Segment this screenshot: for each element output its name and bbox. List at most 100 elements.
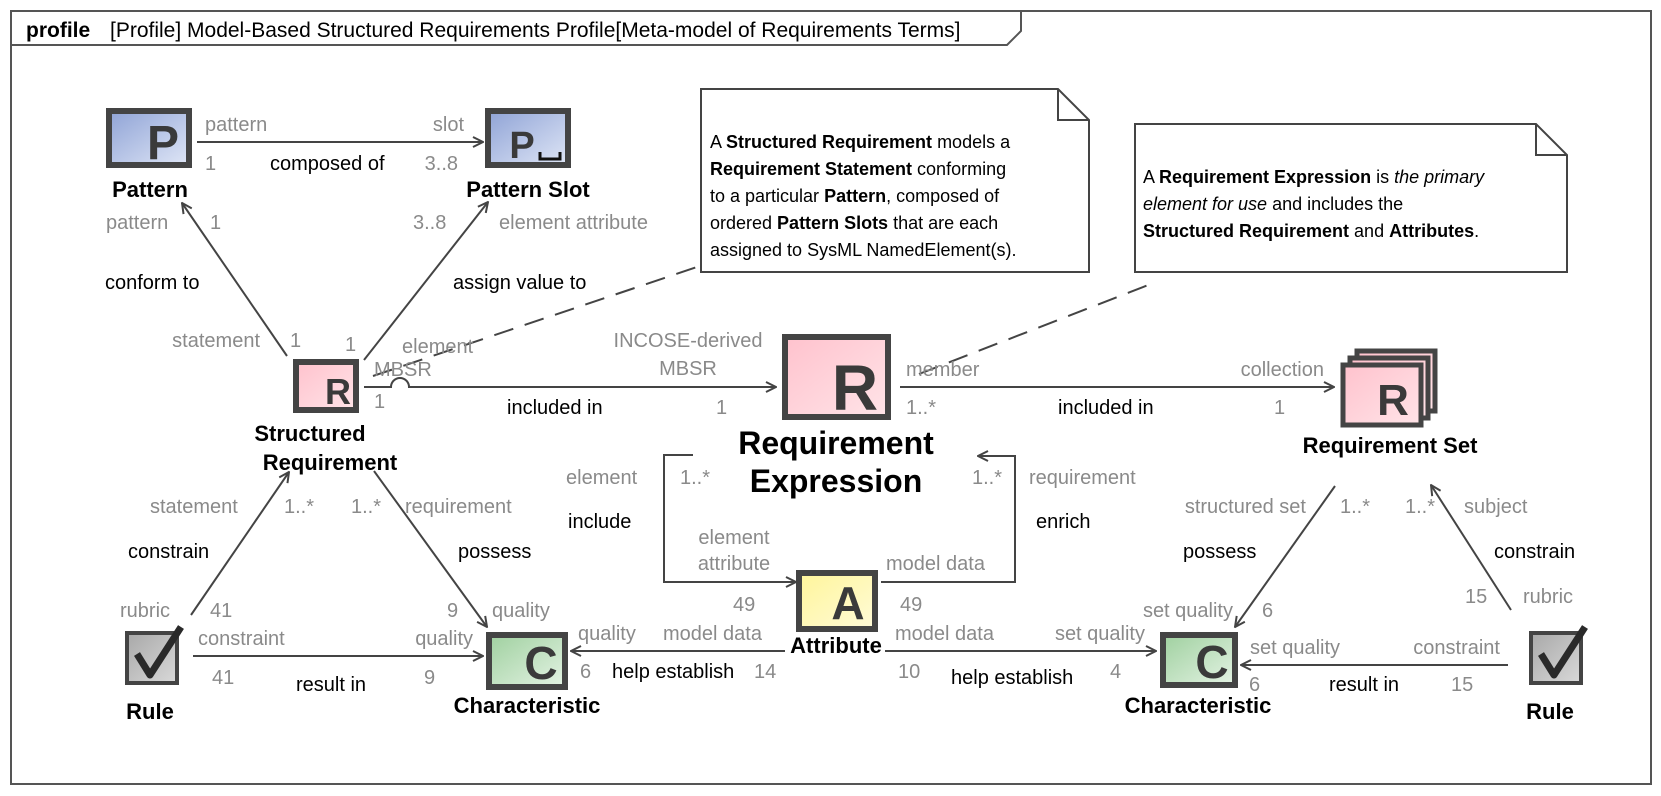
svg-text:quality: quality — [415, 628, 473, 650]
note-anchor-requirement-expression — [918, 281, 1157, 375]
node-characteristic-right[interactable]: C Characteristic — [1125, 632, 1272, 718]
svg-text:41: 41 — [210, 600, 232, 622]
svg-text:Rule: Rule — [126, 699, 174, 724]
node-characteristic-left[interactable]: C Characteristic — [454, 632, 601, 718]
svg-text:quality: quality — [578, 623, 636, 645]
svg-text:element: element — [402, 336, 474, 358]
svg-text:1: 1 — [290, 330, 301, 352]
note-requirement-expression: A Requirement Expression is the primary … — [1134, 123, 1568, 273]
svg-text:1: 1 — [205, 153, 216, 175]
svg-text:conform to: conform to — [105, 272, 199, 294]
edge-constrain-left — [190, 472, 289, 616]
node-rule-left[interactable]: Rule — [125, 625, 184, 724]
svg-text:possess: possess — [1183, 541, 1256, 563]
svg-text:A Structured Requirement model: A Structured Requirement models a — [710, 132, 1011, 152]
svg-text:P: P — [509, 125, 534, 167]
svg-text:6: 6 — [1262, 600, 1273, 622]
svg-text:possess: possess — [458, 541, 531, 563]
svg-text:MBSR: MBSR — [659, 358, 717, 380]
svg-text:ordered Pattern Slots that are: ordered Pattern Slots that are each — [710, 213, 998, 233]
node-pattern[interactable]: P Pattern — [106, 108, 192, 202]
svg-text:9: 9 — [424, 667, 435, 689]
svg-text:Structured: Structured — [254, 421, 365, 446]
svg-text:1: 1 — [210, 212, 221, 234]
svg-text:MBSR: MBSR — [374, 359, 432, 381]
svg-text:result in: result in — [1329, 674, 1399, 696]
svg-text:help establish: help establish — [951, 667, 1073, 689]
node-requirement-expression[interactable]: R Requirement Expression — [738, 334, 934, 499]
edge-assign-value-to — [363, 202, 488, 361]
svg-text:attribute: attribute — [698, 553, 770, 575]
svg-text:6: 6 — [580, 661, 591, 683]
svg-text:49: 49 — [900, 594, 922, 616]
svg-text:4: 4 — [1110, 661, 1121, 683]
svg-text:1..*: 1..* — [284, 496, 314, 518]
svg-text:model data: model data — [886, 553, 986, 575]
svg-text:set quality: set quality — [1250, 637, 1340, 659]
svg-text:Requirement Set: Requirement Set — [1303, 433, 1478, 458]
svg-text:assign value to: assign value to — [453, 272, 586, 294]
edge-constrain-right — [1431, 485, 1512, 611]
svg-text:composed of: composed of — [270, 153, 385, 175]
svg-text:included in: included in — [507, 397, 603, 419]
svg-text:R: R — [832, 352, 878, 424]
svg-text:to a particular Pattern, compo: to a particular Pattern, composed of — [710, 186, 1000, 206]
svg-text:element attribute: element attribute — [499, 212, 648, 234]
svg-text:pattern: pattern — [106, 212, 168, 234]
svg-text:A: A — [831, 577, 864, 629]
svg-text:member: member — [906, 359, 980, 381]
svg-text:collection: collection — [1241, 359, 1324, 381]
svg-text:statement: statement — [172, 330, 260, 352]
svg-text:constraint: constraint — [1413, 637, 1500, 659]
node-rule-right[interactable]: Rule — [1526, 625, 1588, 724]
svg-text:set quality: set quality — [1055, 623, 1145, 645]
svg-text:Characteristic: Characteristic — [454, 693, 601, 718]
svg-text:set quality: set quality — [1143, 600, 1233, 622]
svg-text:slot: slot — [433, 114, 465, 136]
svg-text:rubric: rubric — [1523, 586, 1573, 608]
svg-text:pattern: pattern — [205, 114, 267, 136]
node-pattern-slot[interactable]: P Pattern Slot — [466, 108, 590, 202]
svg-text:enrich: enrich — [1036, 511, 1090, 533]
svg-text:Structured Requirement and Att: Structured Requirement and Attributes. — [1143, 221, 1479, 241]
frame-tab — [11, 11, 1022, 46]
svg-text:Attribute: Attribute — [790, 633, 882, 658]
svg-text:6: 6 — [1249, 674, 1260, 696]
svg-text:C: C — [1195, 636, 1228, 688]
svg-text:included in: included in — [1058, 397, 1154, 419]
svg-text:include: include — [568, 511, 631, 533]
slot-bracket-icon — [538, 152, 562, 161]
svg-text:1..*: 1..* — [1340, 496, 1370, 518]
svg-text:1: 1 — [374, 391, 385, 413]
svg-text:P: P — [147, 117, 179, 170]
svg-text:14: 14 — [754, 661, 776, 683]
node-attribute[interactable]: A Attribute — [790, 570, 882, 658]
node-pattern-name: Pattern — [112, 177, 188, 202]
svg-text:constrain: constrain — [1494, 541, 1575, 563]
svg-text:element for use and includes t: element for use and includes the — [1143, 194, 1403, 214]
svg-text:9: 9 — [447, 600, 458, 622]
node-structured-requirement[interactable]: R Structured Requirement — [254, 359, 398, 475]
svg-text:Requirement: Requirement — [738, 425, 934, 461]
edge-included-in-expression — [364, 377, 776, 387]
svg-text:R: R — [1377, 376, 1409, 425]
svg-text:3..8: 3..8 — [425, 153, 458, 175]
note-anchor-structured-requirement — [372, 266, 698, 377]
svg-text:result in: result in — [296, 674, 366, 696]
edges — [182, 142, 1512, 665]
edge-enrich — [881, 456, 1016, 583]
node-requirement-set[interactable]: R Requirement Set — [1303, 348, 1478, 458]
svg-text:1..*: 1..* — [972, 467, 1002, 489]
edge-possess-left — [373, 470, 487, 627]
svg-text:help establish: help establish — [612, 661, 734, 683]
frame-keyword: profile — [26, 19, 90, 42]
svg-text:1: 1 — [716, 397, 727, 419]
svg-text:Characteristic: Characteristic — [1125, 693, 1272, 718]
edge-conform-to — [182, 203, 288, 357]
svg-text:41: 41 — [212, 667, 234, 689]
svg-text:15: 15 — [1465, 586, 1487, 608]
svg-text:subject: subject — [1464, 496, 1528, 518]
svg-text:model data: model data — [895, 623, 995, 645]
svg-text:15: 15 — [1451, 674, 1473, 696]
svg-text:structured set: structured set — [1185, 496, 1307, 518]
